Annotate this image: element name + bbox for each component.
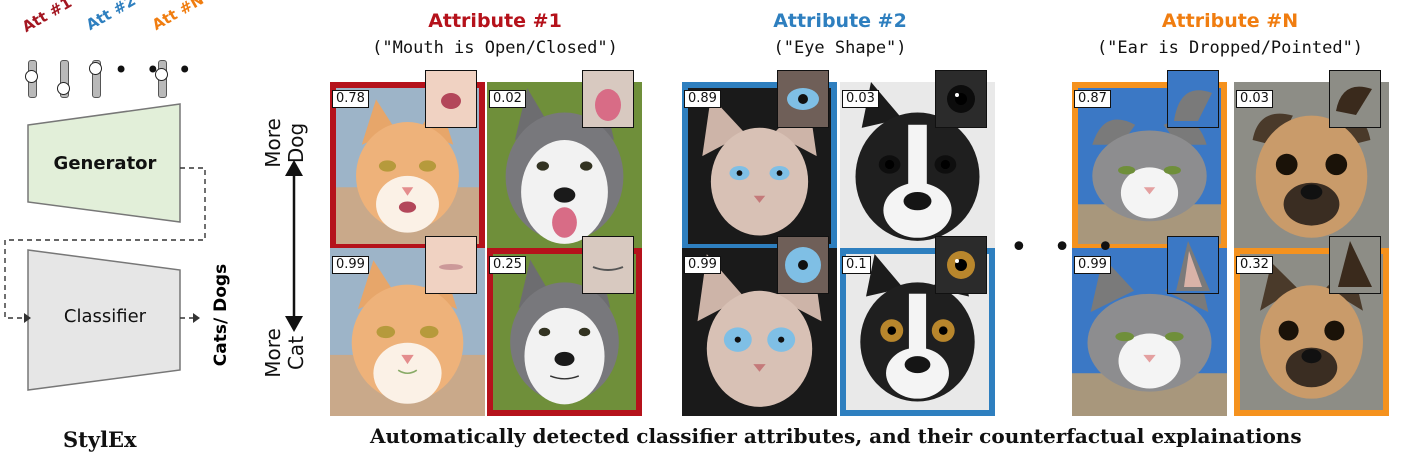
slider-knob[interactable] xyxy=(89,62,102,75)
zoom-crop-inset xyxy=(1167,70,1219,128)
classifier-probability: 0.32 xyxy=(1236,256,1273,274)
zoom-crop-inset xyxy=(1167,236,1219,294)
zoom-crop-inset xyxy=(1329,70,1381,128)
dashed-connector xyxy=(4,167,206,319)
classifier-probability: 0.99 xyxy=(332,256,369,274)
ellipsis-dots: • • • xyxy=(114,56,197,84)
attribute-2-title: Attribute #2 xyxy=(773,10,907,32)
zoom-crop-inset xyxy=(935,70,987,128)
slider-knob[interactable] xyxy=(25,70,38,83)
classifier-probability: 0.1 xyxy=(842,256,871,274)
arrow-head-icon xyxy=(193,313,200,323)
classifier-probability: 0.78 xyxy=(332,90,369,108)
double-arrow-icon xyxy=(285,160,303,332)
attribute-n-title: Attribute #N xyxy=(1161,10,1299,32)
zoom-crop-inset xyxy=(777,236,829,294)
system-name: StylEx xyxy=(63,427,137,452)
classifier-probability: 0.02 xyxy=(489,90,526,108)
slider-track xyxy=(60,60,69,98)
zoom-crop-inset xyxy=(582,70,634,128)
generator-block xyxy=(27,103,181,223)
zoom-crop-inset xyxy=(1329,236,1381,294)
more-dog-line2: Dog xyxy=(284,122,308,164)
more-cat-line1: More xyxy=(261,328,285,378)
attribute-2-description: ("Eye Shape") xyxy=(773,38,907,58)
slider-knob[interactable] xyxy=(57,82,70,95)
classifier-probability: 0.99 xyxy=(1074,256,1111,274)
classifier-label: Classifier xyxy=(63,306,147,327)
classifier-block xyxy=(27,249,181,391)
figure-caption: Automatically detected classifier attrib… xyxy=(370,424,1302,448)
attribute-1-description: ("Mouth is Open/Closed") xyxy=(372,38,618,58)
classifier-output-label: Cats/ Dogs xyxy=(211,263,231,367)
classifier-probability: 0.25 xyxy=(489,256,526,274)
zoom-crop-inset xyxy=(935,236,987,294)
classifier-probability: 0.03 xyxy=(842,90,879,108)
arrow-head-icon xyxy=(24,313,31,323)
classifier-probability: 0.99 xyxy=(684,256,721,274)
zoom-crop-inset xyxy=(777,70,829,128)
more-cat-line2: Cat xyxy=(284,335,308,371)
slider-knob[interactable] xyxy=(155,68,168,81)
classifier-probability: 0.03 xyxy=(1236,90,1273,108)
architecture-diagram xyxy=(4,103,206,391)
zoom-crop-inset xyxy=(425,236,477,294)
generator-label: Generator xyxy=(53,153,157,174)
classifier-probability: 0.87 xyxy=(1074,90,1111,108)
slider-track xyxy=(92,60,101,98)
zoom-crop-inset xyxy=(425,70,477,128)
zoom-crop-inset xyxy=(582,236,634,294)
classifier-probability: 0.89 xyxy=(684,90,721,108)
attribute-1-title: Attribute #1 xyxy=(428,10,562,32)
attribute-1-bottom-husky-image xyxy=(487,248,642,416)
attribute-n-description: ("Ear is Dropped/Pointed") xyxy=(1096,38,1364,58)
